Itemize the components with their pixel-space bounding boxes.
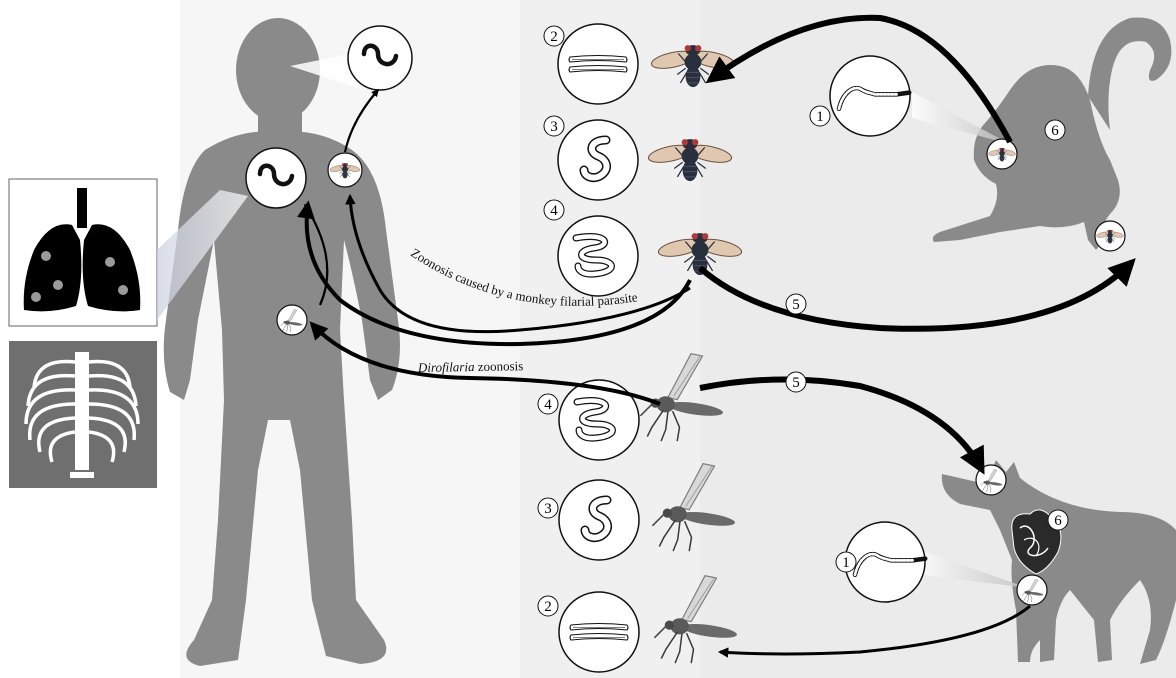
stage-number-badge: 6 (1045, 120, 1065, 140)
dirofilaria-zoonosis-label: Dirofilaria zoonosis (417, 358, 524, 375)
svg-text:4: 4 (550, 203, 558, 219)
svg-text:4: 4 (544, 397, 552, 413)
stage-number-badge: 4 (544, 200, 564, 220)
svg-text:3: 3 (550, 119, 558, 135)
stage-number-badge: 3 (538, 498, 558, 518)
svg-text:5: 5 (792, 375, 800, 391)
stage-number-badge: 5 (786, 294, 806, 314)
svg-text:1: 1 (816, 109, 824, 125)
human-mosquito-bite-circle (277, 305, 307, 335)
fly-stage-2-circle (558, 24, 638, 104)
stage-number-badge: 3 (544, 116, 564, 136)
mosquito-stage-2-circle (559, 592, 639, 672)
stage-number-badge: 1 (810, 106, 830, 126)
fly-stage-4-circle (558, 216, 638, 296)
stage-number-badge: 2 (538, 596, 558, 616)
stage-number-badge: 4 (538, 394, 558, 414)
stage-number-badge: 5 (786, 372, 806, 392)
svg-text:6: 6 (1054, 513, 1062, 529)
svg-text:1: 1 (842, 555, 850, 571)
svg-text:6: 6 (1051, 123, 1059, 139)
stage-number-badge: 2 (544, 26, 564, 46)
svg-text:5: 5 (792, 297, 800, 313)
stage-number-badge: 6 (1048, 510, 1068, 530)
svg-text:2: 2 (544, 599, 552, 615)
svg-text:2: 2 (550, 29, 558, 45)
svg-text:3: 3 (544, 501, 552, 517)
stage-number-badge: 1 (836, 552, 856, 572)
ribcage-panel (9, 341, 157, 488)
